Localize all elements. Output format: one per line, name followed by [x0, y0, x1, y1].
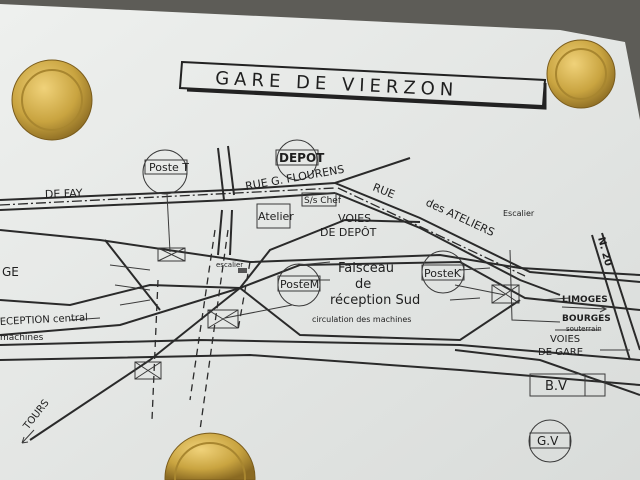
label-reception-central: ECEPTION central	[0, 312, 88, 328]
label-voies-gare-2: DE GARE	[538, 347, 583, 358]
streets	[0, 145, 640, 361]
label-bourges: BOURGES	[562, 314, 611, 324]
bv-label: B.V	[545, 379, 567, 394]
map-buildings: Poste T DEPOT Atelier S/s Chef PosteM Po…	[134, 139, 606, 463]
gv-circle	[528, 419, 572, 463]
coin-top-right	[546, 39, 616, 109]
coin-top-left	[11, 59, 93, 141]
gv-label: G.V	[537, 434, 559, 448]
label-souterrain: souterrain	[566, 325, 602, 333]
label-circulation: circulation des machines	[312, 315, 411, 324]
signal-box-k	[491, 284, 520, 304]
poste-m-label: PosteM	[280, 278, 319, 291]
poste-k-label: PosteK	[424, 267, 462, 280]
paper-sheet	[0, 4, 640, 480]
label-voies-depot-2: DE DEPÔT	[320, 226, 377, 239]
sous-chef-building	[301, 192, 337, 207]
signal-box-m	[207, 309, 239, 329]
railway-tracks	[0, 218, 640, 441]
depot-circle	[276, 139, 318, 181]
label-limoges: LIMOGES	[562, 295, 608, 305]
signal-box-t	[157, 247, 186, 262]
label-escalier-mid: escalier	[216, 261, 243, 269]
label-voies-gare-1: VOIES	[550, 334, 580, 345]
label-faisceau-3: réception Sud	[330, 293, 420, 308]
label-de-fay: DE FAY	[45, 187, 83, 201]
label-escalier-top: Escalier	[503, 209, 535, 218]
label-faisceau-2: de	[355, 277, 371, 292]
label-faisceau-1: Faisceau	[338, 261, 394, 276]
depot-label: DEPOT	[279, 151, 325, 165]
poste-t-label: Poste T	[149, 161, 189, 174]
atelier-building	[256, 203, 291, 229]
coins	[11, 39, 616, 480]
label-voies-depot-1: VOIES	[338, 212, 371, 225]
signal-box-sw	[134, 361, 162, 380]
coin-bottom	[164, 432, 256, 480]
sous-chef-label: S/s Chef	[304, 196, 342, 206]
bv-building	[529, 373, 606, 397]
label-ge: GE	[2, 265, 19, 279]
label-machines: machines	[0, 333, 44, 343]
atelier-label: Atelier	[258, 210, 294, 223]
